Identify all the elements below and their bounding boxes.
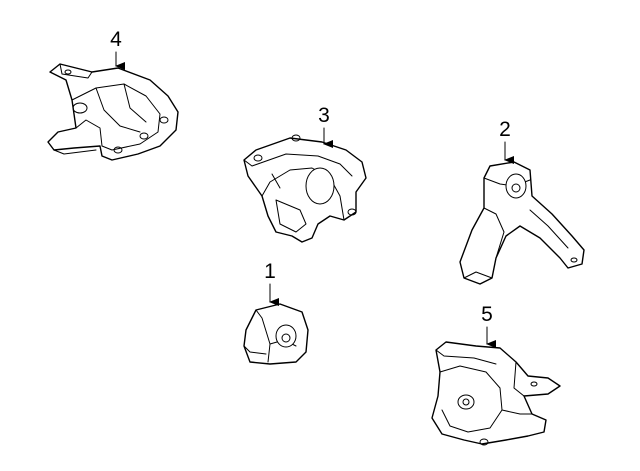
callout-3-label: 3 — [318, 104, 330, 127]
callout-5: 5 — [481, 303, 496, 348]
callout-2: 2 — [499, 118, 514, 164]
callout-4-label: 4 — [110, 28, 122, 51]
callout-5-label: 5 — [481, 303, 493, 326]
callout-4: 4 — [110, 28, 125, 70]
part-2-mount[interactable] — [459, 161, 585, 285]
part-3-mount-bracket[interactable] — [243, 134, 367, 243]
callout-1: 1 — [264, 260, 279, 306]
callout-1-label: 1 — [264, 260, 276, 283]
callout-2-label: 2 — [499, 118, 511, 141]
callout-3: 3 — [318, 104, 333, 148]
part-4-mount-bracket[interactable] — [47, 63, 179, 161]
part-1-mount[interactable] — [243, 303, 309, 365]
part-5-mount[interactable] — [431, 341, 561, 446]
